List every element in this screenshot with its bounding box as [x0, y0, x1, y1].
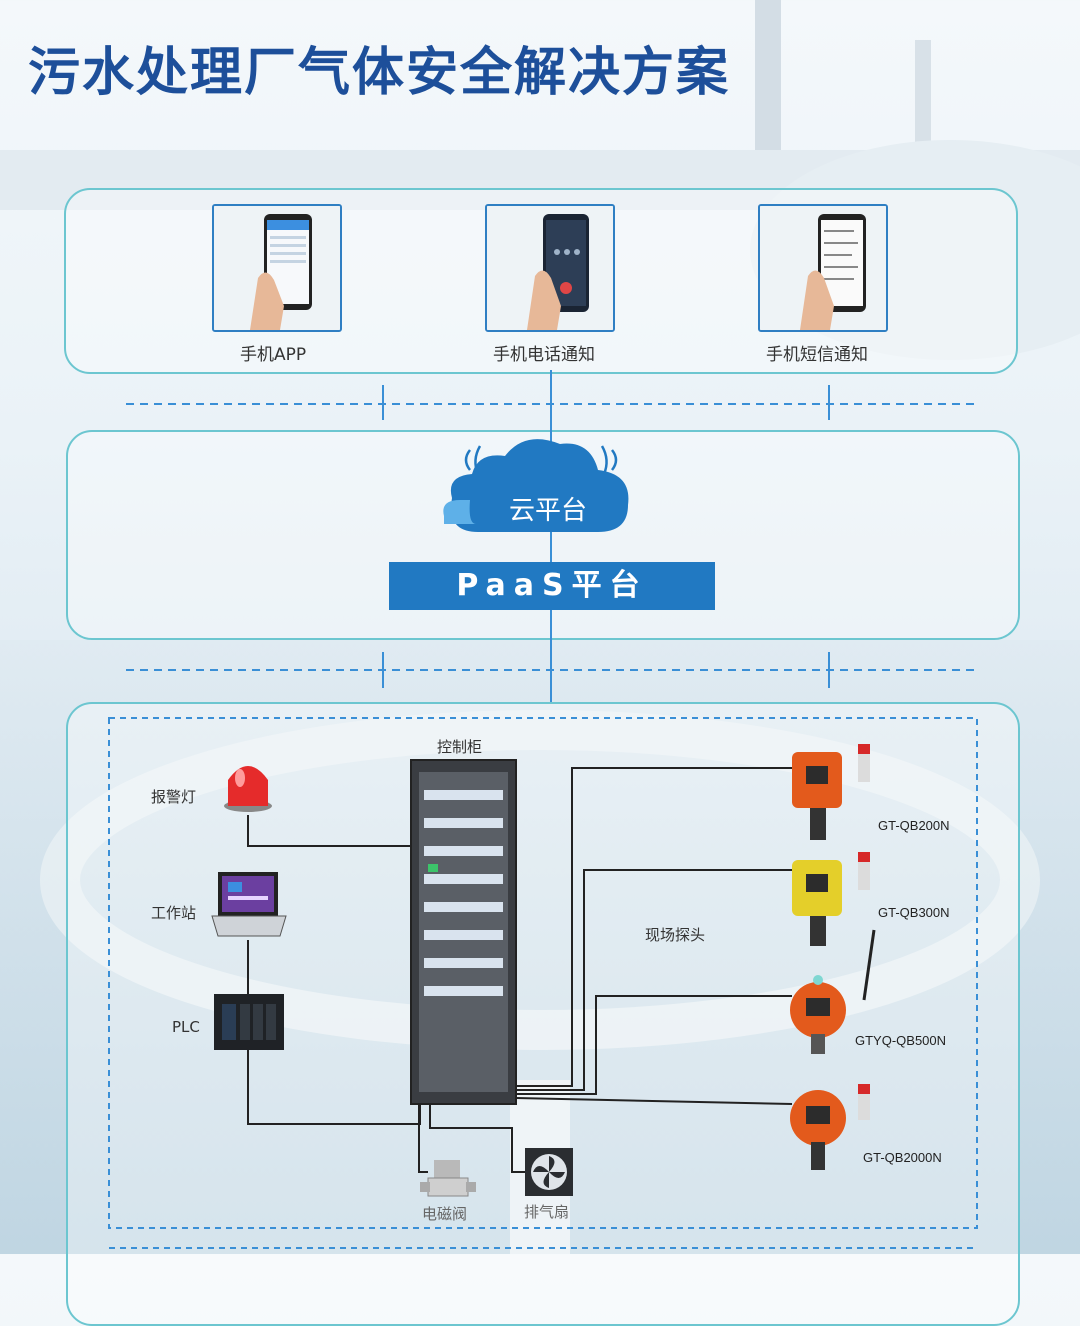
detector-4-model: GT-QB2000N	[863, 1150, 942, 1165]
diagram-lines	[108, 370, 978, 1249]
control-cabinet-label: 控制柜	[437, 738, 483, 756]
field-probe-label: 现场探头	[645, 926, 706, 944]
phone-app-icon	[214, 206, 340, 330]
detector-1-model: GT-QB200N	[878, 818, 950, 833]
phone-app-label: 手机APP	[240, 345, 307, 365]
exhaust-fan-label: 排气扇	[524, 1203, 570, 1221]
alarm-light-label: 报警灯	[151, 788, 197, 806]
paas-platform-box: PaaS平台	[389, 562, 715, 610]
workstation-drawing	[211, 872, 287, 937]
phone-sms-label: 手机短信通知	[766, 345, 868, 365]
detector-2-model: GT-QB300N	[878, 905, 950, 920]
phone-call-label: 手机电话通知	[493, 345, 595, 365]
detector-3-model: GTYQ-QB500N	[855, 1033, 947, 1048]
workstation-label: 工作站	[151, 904, 197, 922]
plc-label: PLC	[172, 1018, 200, 1036]
solenoid-valve-label: 电磁阀	[422, 1205, 468, 1223]
solenoid-valve-drawing	[420, 1160, 476, 1197]
cloud-icon	[443, 439, 629, 532]
phone-sms-card	[758, 204, 888, 332]
phone-sms-icon	[760, 206, 886, 330]
detector-3-drawing	[790, 929, 876, 1054]
plc-drawing	[214, 994, 284, 1050]
detector-4-drawing	[790, 1084, 870, 1170]
phone-app-card	[212, 204, 342, 332]
phone-call-icon	[487, 206, 613, 330]
cloud-platform-label: 云平台	[508, 496, 587, 526]
detector-1-drawing	[792, 744, 870, 840]
detector-2-drawing	[792, 852, 870, 946]
control-cabinet-drawing	[410, 759, 517, 1105]
alarm-light-drawing	[224, 766, 272, 812]
field-dashed-frame	[108, 717, 978, 1229]
exhaust-fan-drawing	[525, 1148, 573, 1196]
page-title: 污水处理厂气体安全解决方案	[28, 43, 731, 103]
phone-call-card	[485, 204, 615, 332]
